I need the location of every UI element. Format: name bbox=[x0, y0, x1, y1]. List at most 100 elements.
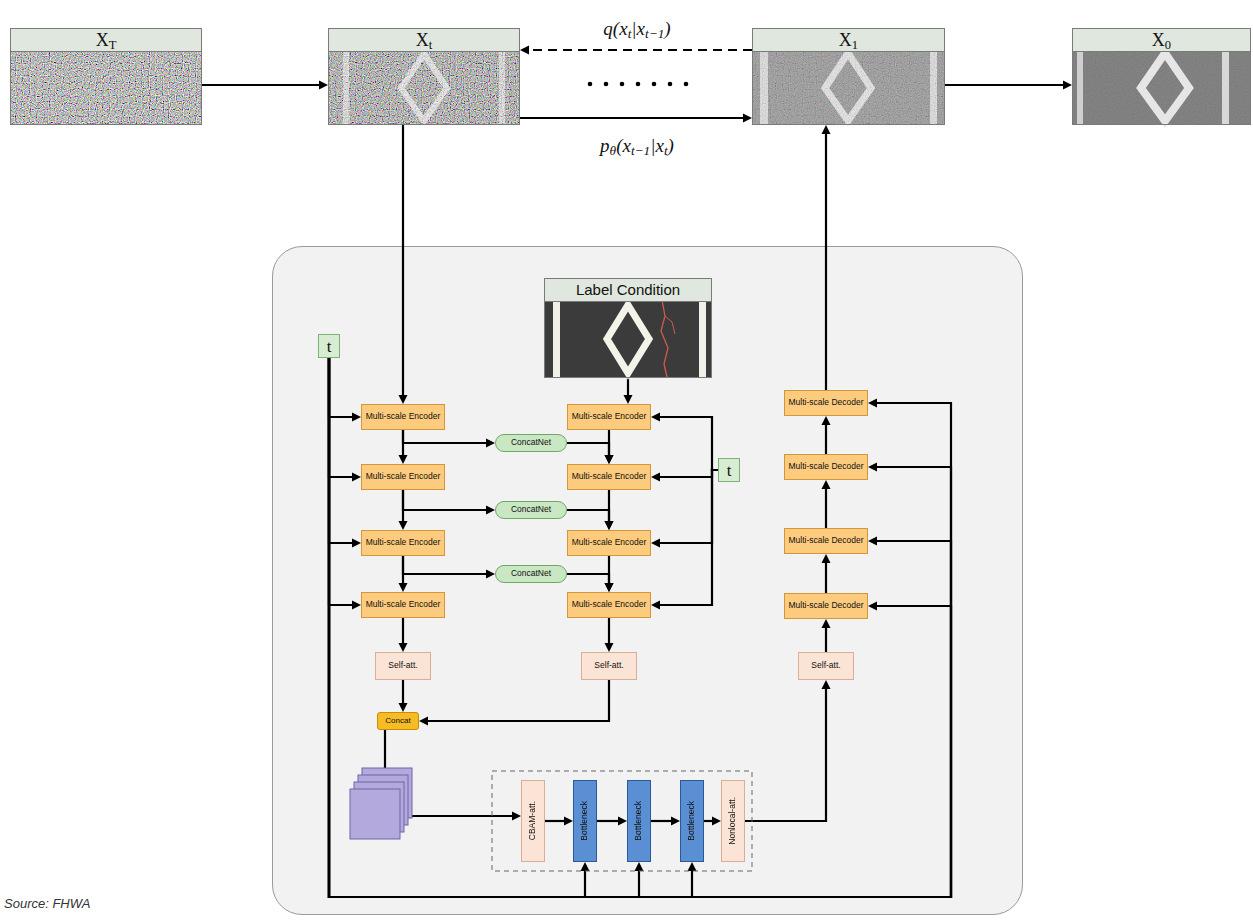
connector bbox=[419, 680, 609, 726]
subscript: t bbox=[429, 38, 433, 52]
connector bbox=[651, 817, 680, 826]
connector bbox=[329, 358, 951, 897]
connector-line bbox=[660, 470, 718, 543]
arrowhead bbox=[651, 473, 660, 482]
process-box: Multi-scale Encoder bbox=[567, 404, 651, 430]
connector-line bbox=[660, 470, 718, 477]
connector bbox=[745, 680, 831, 821]
connector-line bbox=[567, 574, 609, 583]
ellipsis-dot bbox=[652, 82, 657, 87]
ellipsis-dot bbox=[604, 82, 609, 87]
connector bbox=[202, 81, 328, 90]
arrowhead bbox=[868, 537, 877, 546]
diamond-marking bbox=[607, 305, 649, 373]
box-label: Multi-scale Encoder bbox=[366, 600, 441, 610]
label-image bbox=[545, 300, 711, 377]
ellipsis-dot bbox=[620, 82, 625, 87]
connector bbox=[567, 443, 614, 464]
connector bbox=[403, 556, 495, 579]
subscript: t bbox=[628, 26, 632, 41]
bottleneck-bar: Bottleneck bbox=[680, 780, 704, 862]
connector bbox=[329, 358, 590, 897]
connector-line bbox=[529, 49, 752, 51]
road-image bbox=[1073, 50, 1250, 124]
arrowhead bbox=[671, 817, 680, 826]
box-label: Multi-scale Encoder bbox=[572, 472, 647, 482]
connector-line bbox=[745, 689, 826, 821]
process-box: Multi-scale Encoder bbox=[361, 464, 445, 490]
connector bbox=[329, 358, 644, 897]
image-frame: X0 bbox=[1072, 28, 1251, 125]
connector-line bbox=[567, 443, 609, 455]
arrowhead bbox=[399, 643, 408, 652]
connector bbox=[605, 618, 614, 652]
ellipsis-dot bbox=[588, 82, 593, 87]
connector bbox=[822, 125, 831, 390]
arrowhead bbox=[486, 570, 495, 579]
frame-title: Xt bbox=[329, 29, 519, 52]
connector bbox=[520, 114, 752, 123]
frame-title: X1 bbox=[753, 29, 944, 52]
connector-line bbox=[329, 358, 352, 605]
connector bbox=[329, 358, 951, 897]
connector bbox=[329, 358, 697, 897]
connector bbox=[567, 510, 614, 530]
connector bbox=[399, 618, 408, 652]
connector-line bbox=[660, 470, 718, 605]
box-label: Nonlocal-att. bbox=[728, 797, 738, 845]
arrowhead bbox=[624, 395, 633, 404]
connector bbox=[651, 413, 718, 471]
connector-line bbox=[945, 84, 1063, 86]
arrowhead bbox=[581, 862, 590, 871]
box-label: Multi-scale Encoder bbox=[572, 538, 647, 548]
arrowhead bbox=[352, 539, 361, 548]
subscript: 0 bbox=[1165, 38, 1171, 52]
concatnet-pill: ConcatNet bbox=[495, 434, 567, 452]
connector-line bbox=[825, 489, 827, 528]
attention-box: Self-att. bbox=[581, 652, 637, 680]
connector bbox=[567, 574, 614, 592]
subscript: θ bbox=[610, 143, 617, 158]
process-box: Multi-scale Encoder bbox=[361, 530, 445, 556]
attention-box: Self-att. bbox=[375, 652, 431, 680]
connector-line bbox=[704, 820, 712, 822]
connector-line bbox=[627, 378, 629, 395]
connector-line bbox=[660, 417, 718, 470]
process-box: Multi-scale Encoder bbox=[361, 592, 445, 618]
box-label: CBAM-att. bbox=[528, 801, 538, 840]
arrowhead bbox=[822, 125, 831, 134]
process-box: Multi-scale Decoder bbox=[784, 454, 868, 480]
noise-image bbox=[329, 50, 519, 124]
connector-line bbox=[402, 618, 404, 643]
arrowhead bbox=[868, 463, 877, 472]
connector-line bbox=[402, 680, 404, 703]
arrowhead bbox=[651, 539, 660, 548]
box-label: Bottleneck bbox=[634, 801, 644, 841]
connector bbox=[329, 358, 361, 548]
arrowhead bbox=[618, 817, 627, 826]
subscript: t bbox=[664, 143, 668, 158]
arrowhead bbox=[419, 717, 428, 726]
image-frame: Xt bbox=[328, 28, 520, 125]
connector bbox=[329, 358, 951, 897]
source-note: Source: FHWA bbox=[4, 896, 90, 911]
connector bbox=[605, 430, 614, 464]
connector-line bbox=[329, 358, 352, 543]
connector-line bbox=[608, 618, 610, 643]
noise-image bbox=[11, 50, 201, 124]
arrowhead bbox=[564, 817, 573, 826]
connector-line bbox=[403, 490, 486, 510]
box-label: Multi-scale Decoder bbox=[788, 601, 863, 611]
connector bbox=[329, 358, 361, 610]
box-label: Concat bbox=[385, 717, 410, 726]
connector-line bbox=[567, 510, 609, 521]
arrowhead bbox=[605, 643, 614, 652]
connector bbox=[399, 680, 408, 712]
box-label: Multi-scale Encoder bbox=[366, 412, 441, 422]
ellipsis-dot bbox=[636, 82, 641, 87]
process-box: Multi-scale Encoder bbox=[567, 592, 651, 618]
connector-line bbox=[825, 563, 827, 593]
attention-box: Self-att. bbox=[798, 652, 854, 680]
road-image bbox=[753, 50, 944, 124]
